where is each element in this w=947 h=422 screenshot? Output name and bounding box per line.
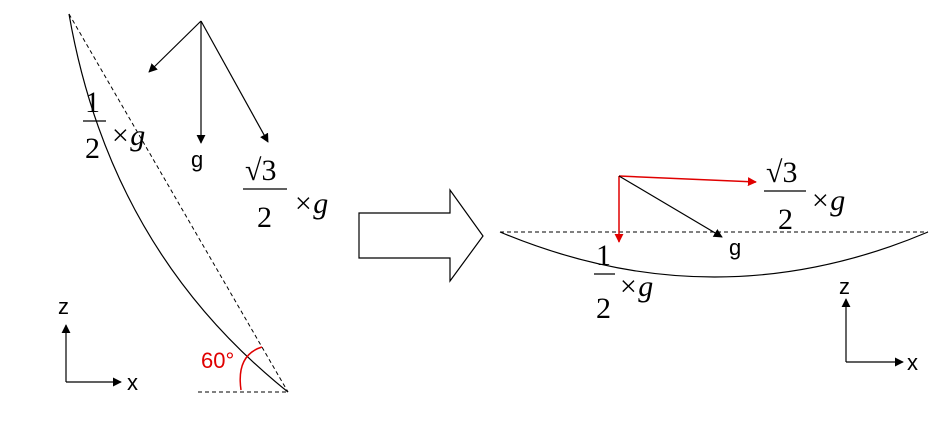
right-sqrt3-numerator: √3 xyxy=(766,156,797,189)
left-sqrt3-denominator: 2 xyxy=(257,201,272,234)
right-panel: √3 2 ×g g 1 2 ×g z x xyxy=(499,156,929,375)
right-g-label: g xyxy=(729,235,741,260)
left-chord-dashed xyxy=(68,13,289,393)
left-angle-arc xyxy=(239,346,263,391)
left-arrow-half-g xyxy=(148,20,202,73)
left-curve xyxy=(68,13,289,393)
left-x-label: x xyxy=(127,370,138,395)
left-half-g-label: 1 2 ×g xyxy=(83,86,145,165)
left-panel: 1 2 ×g g √3 2 ×g 60° z x xyxy=(58,13,328,395)
right-axes: z x xyxy=(839,274,918,375)
right-half-denominator: 2 xyxy=(596,292,611,325)
left-z-label: z xyxy=(58,294,69,319)
right-arrow-g xyxy=(618,175,723,238)
left-half-denominator: 2 xyxy=(85,132,100,165)
transition-arrow xyxy=(358,188,484,283)
right-arrow-sqrt3-g xyxy=(618,175,757,187)
right-z-label: z xyxy=(839,274,850,299)
right-x-label: x xyxy=(907,350,918,375)
left-sqrt3-times-g: ×g xyxy=(293,187,328,220)
left-arrow-sqrt3-g xyxy=(200,20,269,143)
left-half-numerator: 1 xyxy=(85,86,100,119)
left-sqrt3-numerator: √3 xyxy=(245,154,276,187)
left-angle-label: 60° xyxy=(201,348,234,373)
right-half-numerator: 1 xyxy=(596,239,611,272)
right-half-g-label: 1 2 ×g xyxy=(594,239,653,325)
right-half-times-g: ×g xyxy=(618,270,653,303)
right-sqrt3-g-label: √3 2 ×g xyxy=(764,156,845,236)
left-half-times-g: ×g xyxy=(110,119,145,152)
right-sqrt3-denominator: 2 xyxy=(778,203,793,236)
left-axes: z x xyxy=(58,294,138,395)
right-sqrt3-times-g: ×g xyxy=(810,184,845,217)
left-g-label: g xyxy=(191,147,203,172)
left-sqrt3-g-label: √3 2 ×g xyxy=(243,154,328,234)
right-curve xyxy=(499,231,929,278)
